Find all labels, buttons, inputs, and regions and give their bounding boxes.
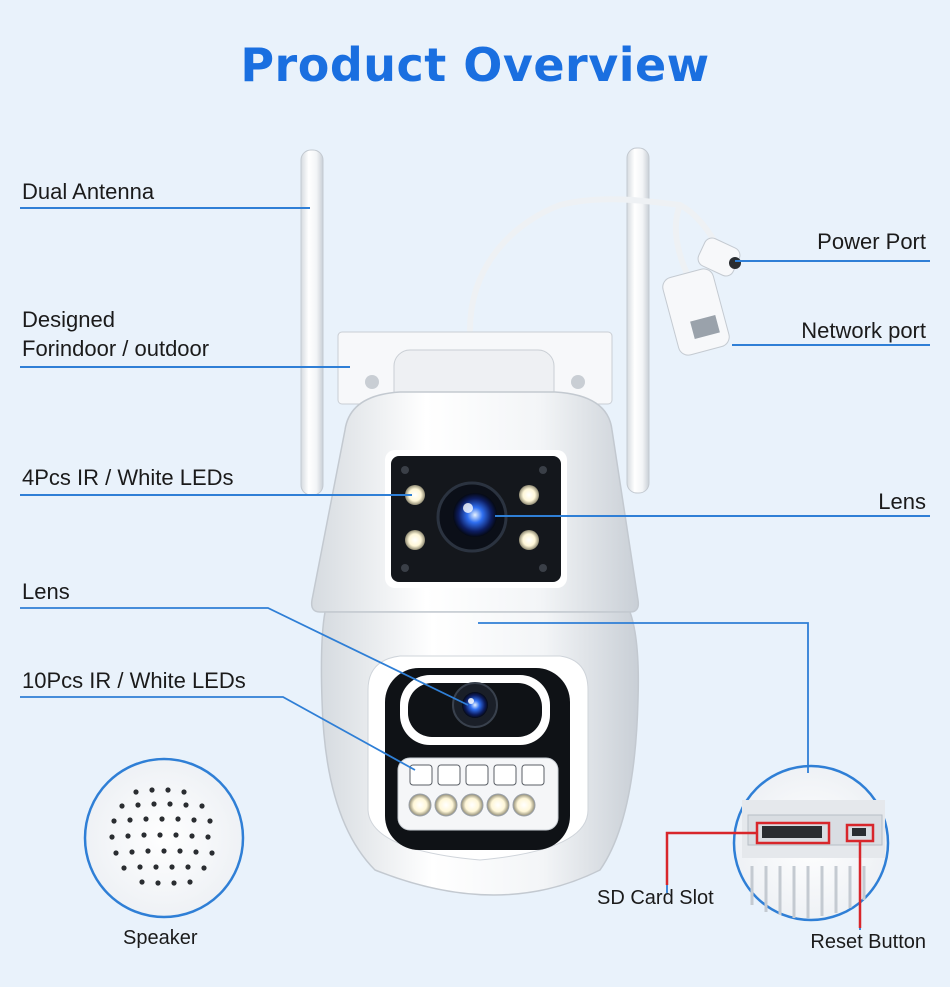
leader-dual-antenna [20,207,310,209]
label-indoor-outdoor: Forindoor / outdoor [22,336,210,361]
label-10-leds: 10Pcs IR / White LEDs [22,668,246,693]
label-designed: Designed [22,307,115,332]
label-network-port: Network port [801,318,926,343]
label-4-leds: 4Pcs IR / White LEDs [22,465,234,490]
leader-power-port [735,260,930,262]
dual-antenna [300,147,650,496]
sd-reset-inset [732,764,890,922]
label-lens-left: Lens [22,579,70,604]
led-array-10 [408,764,545,817]
lower-dome [320,611,640,896]
red-leader-lines [665,831,862,928]
leader-designed [20,366,350,368]
network-port-plug [662,268,730,356]
label-lens-right: Lens [878,489,926,514]
label-sd-card-slot: SD Card Slot [597,887,714,909]
leader-lens-right [495,515,930,517]
label-dual-antenna: Dual Antenna [22,179,155,204]
upper-lens-panel [385,450,567,588]
label-speaker: Speaker [123,927,198,949]
speaker-grille [83,757,245,919]
label-power-port: Power Port [817,229,926,254]
label-reset-button: Reset Button [810,931,926,953]
leader-4-leds [20,494,412,496]
leader-network-port [732,344,930,346]
page-title: Product Overview [240,38,710,92]
power-port-plug [697,237,741,277]
